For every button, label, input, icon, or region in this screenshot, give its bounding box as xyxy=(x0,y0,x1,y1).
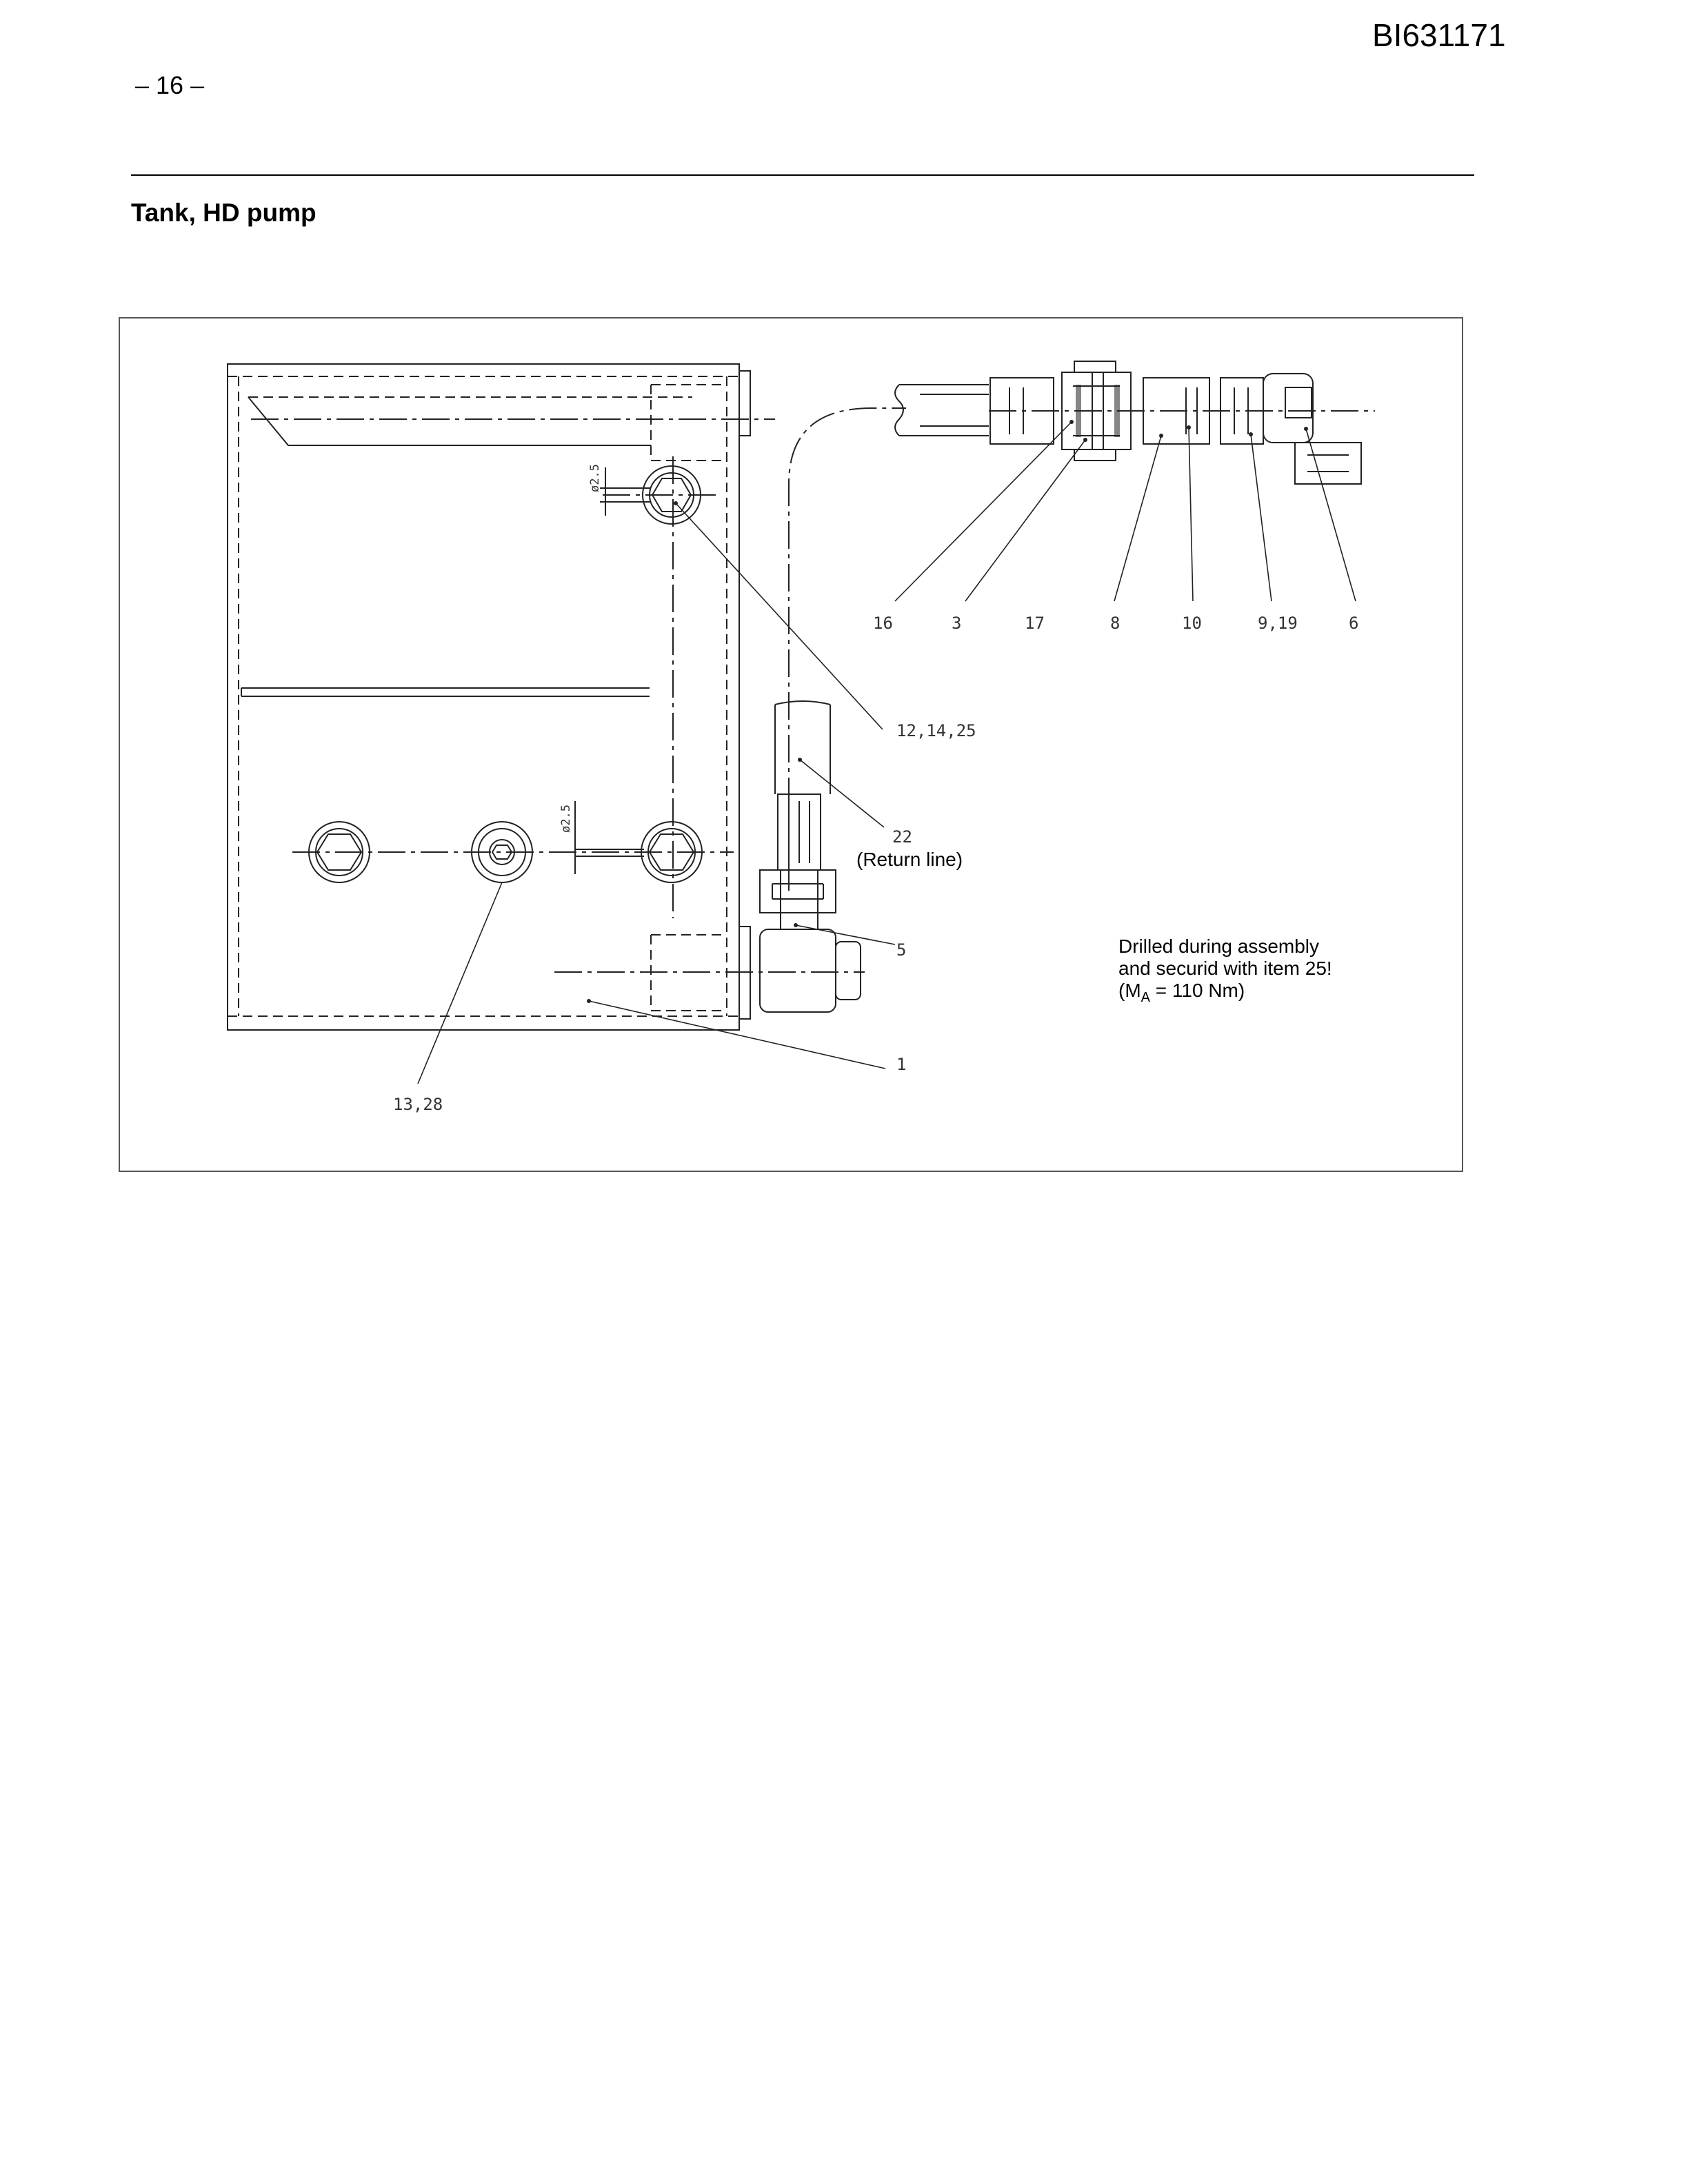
tank-body xyxy=(227,363,740,1031)
callout-22: 22 xyxy=(892,827,912,847)
note-line-3-subscript: A xyxy=(1141,990,1151,1005)
note-line-2: and securid with item 25! xyxy=(1118,958,1332,979)
callout-1: 1 xyxy=(896,1055,906,1074)
callout-10: 10 xyxy=(1182,614,1202,633)
page-number: – 16 – xyxy=(135,71,205,99)
technical-drawing-frame: ø2.5 ø2.5 16 3 17 8 10 9,19 6 12,14,25 2… xyxy=(119,317,1463,1172)
header-rule xyxy=(131,174,1474,176)
note-line-1: Drilled during assembly xyxy=(1118,936,1319,957)
assembly-note: Drilled during assembly and securid with… xyxy=(1118,936,1332,1005)
note-line-3-prefix: (M xyxy=(1118,980,1141,1001)
document-id: BI631171 xyxy=(1372,17,1506,53)
note-line-3-suffix: = 110 Nm) xyxy=(1150,980,1245,1001)
callout-6: 6 xyxy=(1349,614,1358,633)
dimension-label-lower: ø2.5 xyxy=(559,805,573,833)
callout-3: 3 xyxy=(952,614,961,633)
callout-5: 5 xyxy=(896,940,906,960)
tank-hd-pump-drawing: ø2.5 ø2.5 16 3 17 8 10 9,19 6 12,14,25 2… xyxy=(227,361,1375,1114)
callout-13-28: 13,28 xyxy=(393,1095,443,1114)
callout-12-14-25: 12,14,25 xyxy=(896,721,976,740)
callout-17: 17 xyxy=(1025,614,1045,633)
note-line-3: (MA = 110 Nm) xyxy=(1118,980,1245,1005)
section-title: Tank, HD pump xyxy=(131,199,316,227)
callout-16: 16 xyxy=(873,614,893,633)
return-line-label: (Return line) xyxy=(856,849,963,870)
dimension-label-upper: ø2.5 xyxy=(588,464,602,492)
callout-9-19: 9,19 xyxy=(1258,614,1298,633)
callout-8: 8 xyxy=(1110,614,1120,633)
